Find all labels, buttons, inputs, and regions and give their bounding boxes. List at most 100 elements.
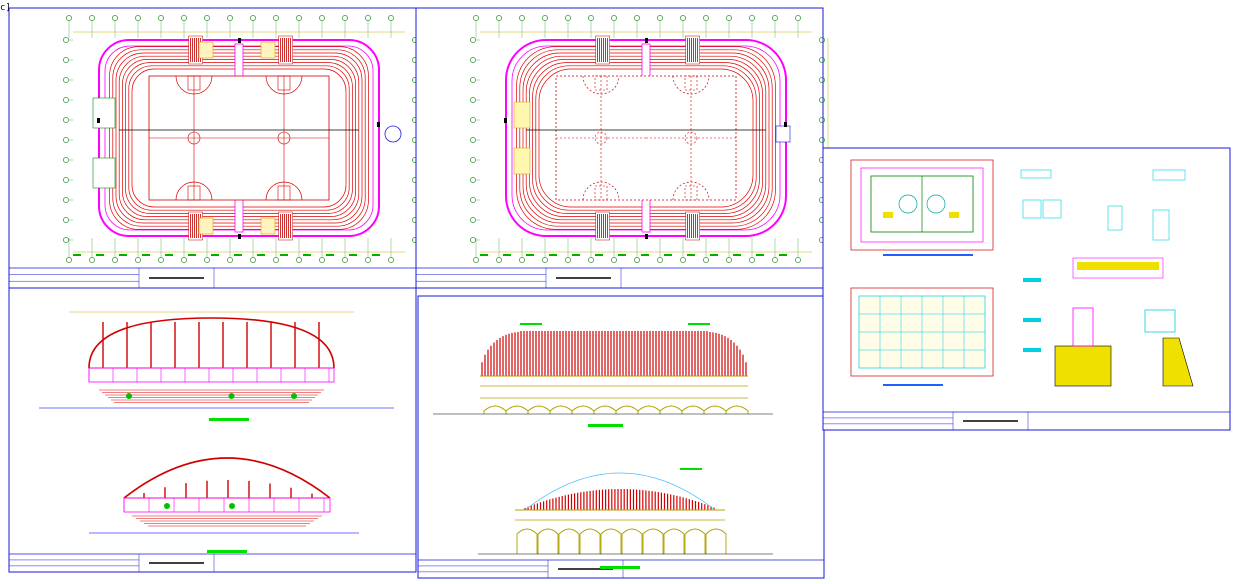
dimension-text <box>165 254 173 256</box>
key-area <box>277 75 291 91</box>
grid-bubble <box>66 15 72 21</box>
grid-bubble <box>342 257 348 263</box>
grid-bubble <box>819 137 825 143</box>
dimension-text <box>326 254 334 256</box>
grid-bubble <box>63 77 69 83</box>
footing-side <box>1162 337 1194 387</box>
section-label-a <box>209 418 249 421</box>
dimension-text <box>96 254 104 256</box>
grid-bubble <box>496 15 502 21</box>
roof-arch <box>88 317 335 369</box>
arch-bay <box>705 528 727 554</box>
grid-bubble <box>112 15 118 21</box>
dimension-text <box>503 254 511 256</box>
dimension-text <box>234 254 242 256</box>
elevation-front <box>433 323 773 427</box>
key-area <box>187 185 201 201</box>
center-circle <box>594 131 608 145</box>
grid-bubble <box>634 15 640 21</box>
sheet-cross-sections <box>8 287 417 573</box>
grid-bubble <box>772 257 778 263</box>
dimension-text <box>756 254 764 256</box>
grid-bubble <box>611 257 617 263</box>
grid-bubble <box>749 15 755 21</box>
grid-bubble <box>181 257 187 263</box>
grid-bubble <box>319 15 325 21</box>
dimension-text <box>280 254 288 256</box>
grid-bubble <box>565 257 571 263</box>
grid-bubble <box>473 15 479 21</box>
dimension-text <box>710 254 718 256</box>
grid-bubble <box>63 37 69 43</box>
three-point-arc <box>582 181 620 201</box>
arch-bay <box>663 528 685 554</box>
grid-bubble <box>63 157 69 163</box>
detail-title <box>883 384 943 386</box>
grid-bubble <box>158 15 164 21</box>
section-b-b <box>89 457 359 553</box>
sheet-border <box>8 287 417 573</box>
grid-bubble <box>273 257 279 263</box>
service-blocks <box>513 101 791 175</box>
callout <box>680 468 702 470</box>
three-point-arc <box>175 75 213 95</box>
grid-bubble <box>365 257 371 263</box>
grid-bubble <box>250 257 256 263</box>
grid-bubble <box>542 15 548 21</box>
grid-bubble <box>63 117 69 123</box>
grid-bubble <box>470 197 476 203</box>
basketball-court <box>148 75 330 201</box>
key-area <box>684 185 698 201</box>
grid-bubble <box>588 15 594 21</box>
sheet-details <box>822 147 1231 431</box>
vomitory <box>685 35 700 65</box>
detail-sections <box>1020 169 1186 279</box>
grid-bubble <box>470 177 476 183</box>
grid-bubble <box>470 217 476 223</box>
court-half <box>239 75 329 201</box>
sheet-lower-plan <box>415 7 829 289</box>
grid-bubble <box>819 57 825 63</box>
tree <box>291 393 297 399</box>
grid-bubble <box>470 137 476 143</box>
sheet-elevations <box>417 295 825 579</box>
column-marker <box>504 118 507 123</box>
arch-bay <box>558 528 580 554</box>
key-area <box>277 185 291 201</box>
dimension-text <box>73 254 81 256</box>
key-area <box>187 75 201 91</box>
grid-bubble <box>726 257 732 263</box>
grid-bubble <box>470 37 476 43</box>
grid-bubble <box>519 257 525 263</box>
grid-bubble <box>63 237 69 243</box>
column-marker <box>238 38 241 43</box>
grid-bubble <box>470 157 476 163</box>
grid-bubble <box>388 15 394 21</box>
grid-bubble <box>227 15 233 21</box>
three-point-arc <box>672 181 710 201</box>
grid-bubble <box>470 77 476 83</box>
three-point-arc <box>582 75 620 95</box>
grid-bubble <box>542 257 548 263</box>
three-point-arc <box>672 75 710 95</box>
column-marker <box>645 234 648 239</box>
grid-bubble <box>296 257 302 263</box>
dimension-text <box>779 254 787 256</box>
court-half <box>646 75 736 201</box>
grid-bubble <box>63 57 69 63</box>
grid-bubble <box>63 97 69 103</box>
column-stub <box>1072 307 1094 347</box>
court-half <box>149 75 239 201</box>
key-area <box>594 75 608 91</box>
grid-bubble <box>342 15 348 21</box>
grid-bubble <box>66 257 72 263</box>
grid-bubble <box>250 15 256 21</box>
grid-bubble <box>703 257 709 263</box>
grid-bubble <box>388 257 394 263</box>
grid-bubble <box>496 257 502 263</box>
dome-arch <box>123 457 331 499</box>
dimension-text <box>572 254 580 256</box>
dimension-text <box>188 254 196 256</box>
vomitory <box>278 211 293 241</box>
grid-bubble <box>89 15 95 21</box>
